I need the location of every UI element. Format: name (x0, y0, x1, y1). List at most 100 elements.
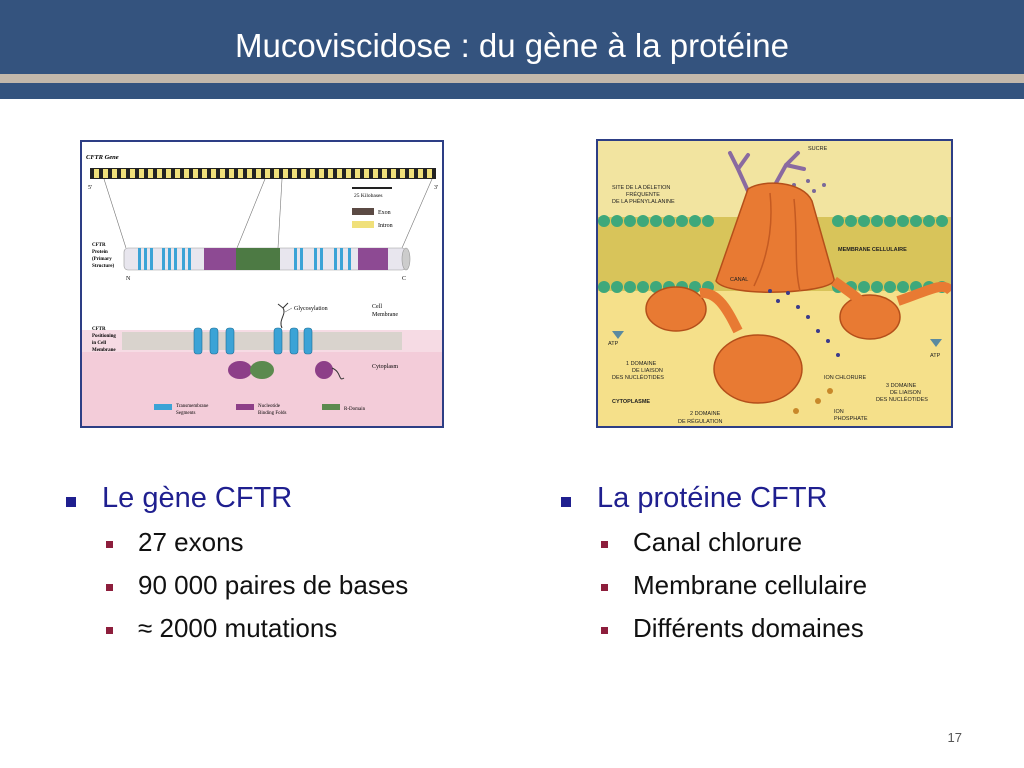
intron-stripe (418, 169, 423, 178)
intron-stripe (256, 169, 261, 178)
label-atp-left: ATP (608, 341, 619, 347)
cytoplasm-label: Cytoplasm (372, 364, 398, 370)
domain-3-loop (839, 294, 901, 340)
tm-stripe (138, 248, 141, 270)
lipid-head (871, 281, 883, 293)
intron-stripe (265, 169, 270, 178)
intron-stripe (148, 169, 153, 178)
lipid-head (936, 215, 948, 227)
legend-nbf-swatch (236, 404, 254, 410)
lipid-head (858, 281, 870, 293)
lipid-head (897, 215, 909, 227)
lipid-head (884, 281, 896, 293)
label-domain-3: 3 DOMAINE (886, 383, 917, 389)
ions-top (792, 179, 826, 197)
lipid-head (845, 215, 857, 227)
lipid-head (663, 215, 675, 227)
legend-intron-swatch (352, 221, 374, 228)
title-bar (0, 0, 1024, 74)
svg-text:Positioning: Positioning (92, 334, 116, 339)
scale-label: 25 Kilobases (354, 193, 383, 199)
lipid-head (871, 215, 883, 227)
intron-stripe (274, 169, 279, 178)
helix (273, 327, 283, 355)
intron-stripe (112, 169, 117, 178)
glycosylation-tree (277, 302, 289, 329)
tm-stripe (168, 248, 171, 270)
tm-stripe (348, 248, 351, 270)
tm-stripe (320, 248, 323, 270)
intron-stripe (391, 169, 396, 178)
gene-heading: Le gène CFTR (102, 482, 293, 514)
bullet-square (66, 497, 76, 507)
lipid-head (598, 281, 610, 293)
legend-exon: Exon (378, 210, 391, 216)
helix (193, 327, 203, 355)
intron-stripe (319, 169, 324, 178)
svg-text:Binding Folds: Binding Folds (258, 411, 287, 416)
lipid-head (650, 215, 662, 227)
svg-text:FRÉQUENTE: FRÉQUENTE (626, 191, 660, 198)
domain-2-loop (713, 334, 803, 404)
tm-stripe (182, 248, 185, 270)
label-ion-chlorure: ION CHLORURE (824, 375, 867, 381)
intron-stripe (175, 169, 180, 178)
atp-left-icon (612, 331, 624, 339)
label-cytoplasme: CYTOPLASME (612, 399, 650, 405)
phosphate-ions (793, 388, 833, 414)
sugar-chains (728, 151, 806, 193)
svg-text:(Primary: (Primary (92, 257, 112, 262)
helix (303, 327, 313, 355)
intron-stripe (103, 169, 108, 178)
lipid-head (689, 215, 701, 227)
svg-text:Membrane: Membrane (372, 312, 398, 318)
intron-stripe (184, 169, 189, 178)
legend-r: R-Domain (344, 407, 366, 412)
lipid-head (676, 215, 688, 227)
three-prime-label: 3' (434, 185, 438, 191)
intron-stripe (211, 169, 216, 178)
title-underband (0, 83, 1024, 99)
svg-text:PHOSPHATE: PHOSPHATE (834, 416, 868, 422)
tm-stripe (162, 248, 165, 270)
cell-membrane-label: Cell (372, 304, 382, 310)
svg-text:Protein: Protein (92, 250, 108, 255)
slide-title: Mucoviscidose : du gène à la protéine (234, 27, 789, 64)
title-stripe (0, 74, 1024, 83)
tm-stripe (314, 248, 317, 270)
tm-stripe (188, 248, 191, 270)
lipid-head (624, 215, 636, 227)
tm-stripe (334, 248, 337, 270)
intron-stripe (139, 169, 144, 178)
glycosylation-label: Glycosylation (294, 306, 328, 312)
lipid-head (637, 281, 649, 293)
lipid-head (832, 215, 844, 227)
intron-stripe (202, 169, 207, 178)
page-number: 17 (947, 730, 962, 745)
lipid-head (897, 281, 909, 293)
protein-tm-stripes (138, 248, 351, 270)
intron-stripe (310, 169, 315, 178)
scale-bar (352, 187, 392, 189)
intron-stripe (166, 169, 171, 178)
intron-stripe (382, 169, 387, 178)
lipid-head (598, 215, 610, 227)
label-canal: CANAL (730, 277, 748, 283)
lipid-head (611, 281, 623, 293)
intron-stripe (229, 169, 234, 178)
intron-stripe (157, 169, 162, 178)
label-domain-2: 2 DOMAINE (690, 411, 721, 417)
gene-bar (90, 168, 436, 179)
intron-stripe (301, 169, 306, 178)
label-sucre: SUCRE (808, 146, 828, 152)
atp-right-icon (930, 339, 942, 347)
lipid-head (910, 215, 922, 227)
svg-text:Structure): Structure) (92, 264, 114, 269)
legend-r-swatch (322, 404, 340, 410)
intron-stripe (220, 169, 225, 178)
intron-stripe (292, 169, 297, 178)
chloride-ions (768, 289, 840, 357)
protein-segments (204, 248, 388, 270)
domain-1-loop (645, 286, 707, 332)
svg-text:DES NUCLÉOTIDES: DES NUCLÉOTIDES (876, 396, 928, 403)
